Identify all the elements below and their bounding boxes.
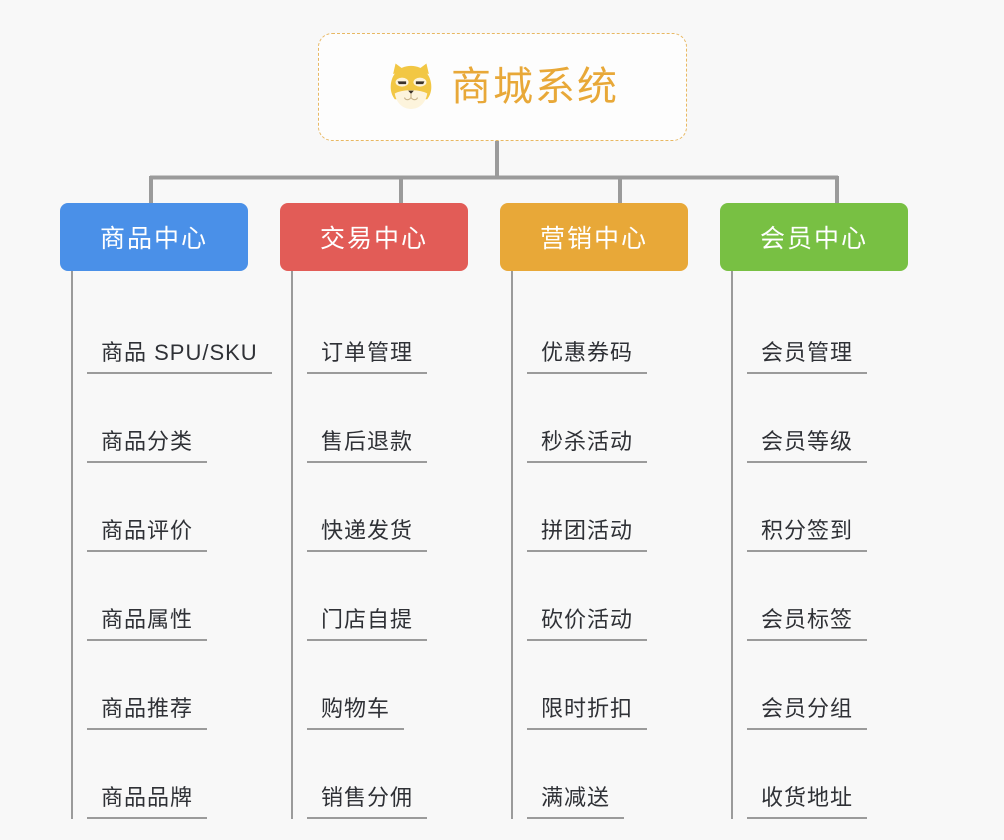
list-item[interactable]: 售后退款 [307,374,500,463]
leaf-label: 积分签到 [747,513,868,552]
leaf-list-0: 商品 SPU/SKU 商品分类 商品评价 商品属性 商品推荐 商品品牌 [71,271,280,819]
leaf-label: 门店自提 [307,602,428,641]
leaf-label: 收货地址 [747,780,868,819]
leaf-label: 购物车 [307,691,405,730]
list-item[interactable]: 商品品牌 [87,730,280,819]
list-item[interactable]: 秒杀活动 [527,374,720,463]
leaf-label: 商品属性 [87,602,208,641]
leaf-label: 销售分佣 [307,780,428,819]
branch-columns: 商品中心 商品 SPU/SKU 商品分类 商品评价 商品属性 商品推荐 商品品牌… [60,203,944,819]
list-item[interactable]: 订单管理 [307,285,500,374]
list-item[interactable]: 商品推荐 [87,641,280,730]
root-title: 商城系统 [451,65,619,109]
leaf-label: 订单管理 [307,335,428,374]
leaf-label: 优惠券码 [527,335,648,374]
root-node-wrapper: 商城系统 [0,33,1004,141]
leaf-label: 限时折扣 [527,691,648,730]
root-node[interactable]: 商城系统 [317,33,687,141]
list-item[interactable]: 收货地址 [747,730,940,819]
leaf-label: 会员标签 [747,602,868,641]
leaf-label: 拼团活动 [527,513,648,552]
branch-column-3: 会员中心 会员管理 会员等级 积分签到 会员标签 会员分组 收货地址 [720,203,940,819]
leaf-label: 会员管理 [747,335,868,374]
branch-label-1: 交易中心 [319,225,428,253]
list-item[interactable]: 优惠券码 [527,285,720,374]
leaf-label: 商品评价 [87,513,208,552]
branch-column-2: 营销中心 优惠券码 秒杀活动 拼团活动 砍价活动 限时折扣 满减送 [500,203,720,819]
branch-header-0[interactable]: 商品中心 [60,203,248,271]
leaf-label: 秒杀活动 [527,424,648,463]
list-item[interactable]: 拼团活动 [527,463,720,552]
leaf-label: 满减送 [527,780,625,819]
leaf-label: 会员分组 [747,691,868,730]
leaf-label: 砍价活动 [527,602,648,641]
branch-column-1: 交易中心 订单管理 售后退款 快递发货 门店自提 购物车 销售分佣 [280,203,500,819]
shiba-dog-face-icon [390,63,432,109]
list-item[interactable]: 门店自提 [307,552,500,641]
leaf-label: 会员等级 [747,424,868,463]
leaf-list-1: 订单管理 售后退款 快递发货 门店自提 购物车 销售分佣 [291,271,500,819]
list-item[interactable]: 快递发货 [307,463,500,552]
leaf-list-3: 会员管理 会员等级 积分签到 会员标签 会员分组 收货地址 [731,271,940,819]
branch-header-1[interactable]: 交易中心 [280,203,468,271]
list-item[interactable]: 会员标签 [747,552,940,641]
list-item[interactable]: 积分签到 [747,463,940,552]
branch-label-2: 营销中心 [539,225,648,253]
branch-header-2[interactable]: 营销中心 [500,203,688,271]
leaf-label: 商品品牌 [87,780,208,819]
leaf-label: 售后退款 [307,424,428,463]
leaf-label: 商品 SPU/SKU [87,335,272,374]
branch-column-0: 商品中心 商品 SPU/SKU 商品分类 商品评价 商品属性 商品推荐 商品品牌 [60,203,280,819]
list-item[interactable]: 销售分佣 [307,730,500,819]
branch-label-3: 会员中心 [759,225,868,253]
list-item[interactable]: 会员分组 [747,641,940,730]
list-item[interactable]: 商品评价 [87,463,280,552]
list-item[interactable]: 砍价活动 [527,552,720,641]
list-item[interactable]: 满减送 [527,730,720,819]
branch-label-0: 商品中心 [99,225,208,253]
leaf-label: 商品推荐 [87,691,208,730]
list-item[interactable]: 商品属性 [87,552,280,641]
list-item[interactable]: 商品 SPU/SKU [87,285,280,374]
list-item[interactable]: 购物车 [307,641,500,730]
list-item[interactable]: 会员等级 [747,374,940,463]
list-item[interactable]: 商品分类 [87,374,280,463]
leaf-label: 快递发货 [307,513,428,552]
list-item[interactable]: 会员管理 [747,285,940,374]
branch-header-3[interactable]: 会员中心 [720,203,908,271]
list-item[interactable]: 限时折扣 [527,641,720,730]
leaf-list-2: 优惠券码 秒杀活动 拼团活动 砍价活动 限时折扣 满减送 [511,271,720,819]
leaf-label: 商品分类 [87,424,208,463]
